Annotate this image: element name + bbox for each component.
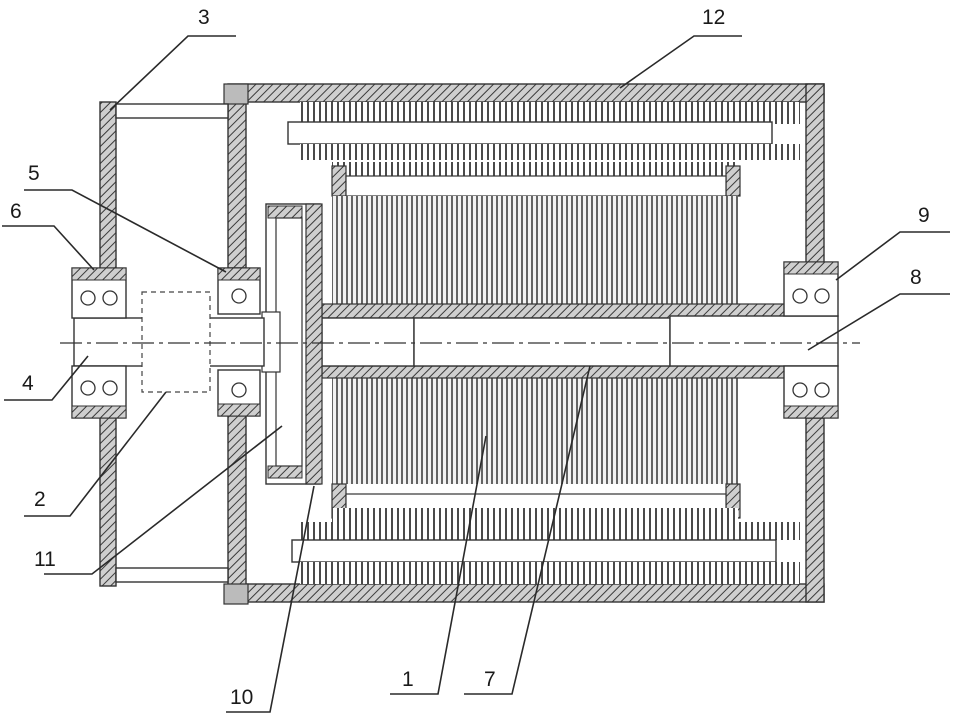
outer-housing: [223, 83, 825, 605]
callout-10: 10: [230, 686, 253, 709]
callout-1: 1: [402, 668, 414, 691]
leader-lines: [2, 35, 950, 713]
callout-3: 3: [198, 6, 210, 29]
bearing-9-right: [783, 261, 839, 419]
clutch-disc: [261, 203, 323, 485]
main-shaft: [321, 303, 839, 379]
rotor-core: [331, 162, 741, 522]
outer-winding: [287, 102, 800, 584]
left-frame: [99, 101, 229, 587]
callout-12: 12: [702, 6, 725, 29]
callout-4: 4: [22, 372, 34, 395]
bearing-5: [217, 267, 261, 417]
callout-labels: 3 12 5 6 9 8 4 2 11 10 1 7: [10, 6, 930, 709]
callout-8: 8: [910, 266, 922, 289]
callout-6: 6: [10, 200, 22, 223]
callout-11: 11: [34, 548, 56, 571]
bearing-6-left: [71, 267, 127, 419]
callout-9: 9: [918, 204, 930, 227]
callout-7: 7: [484, 668, 496, 691]
input-shaft: [73, 291, 265, 393]
callout-2: 2: [34, 488, 46, 511]
callout-5: 5: [28, 162, 40, 185]
